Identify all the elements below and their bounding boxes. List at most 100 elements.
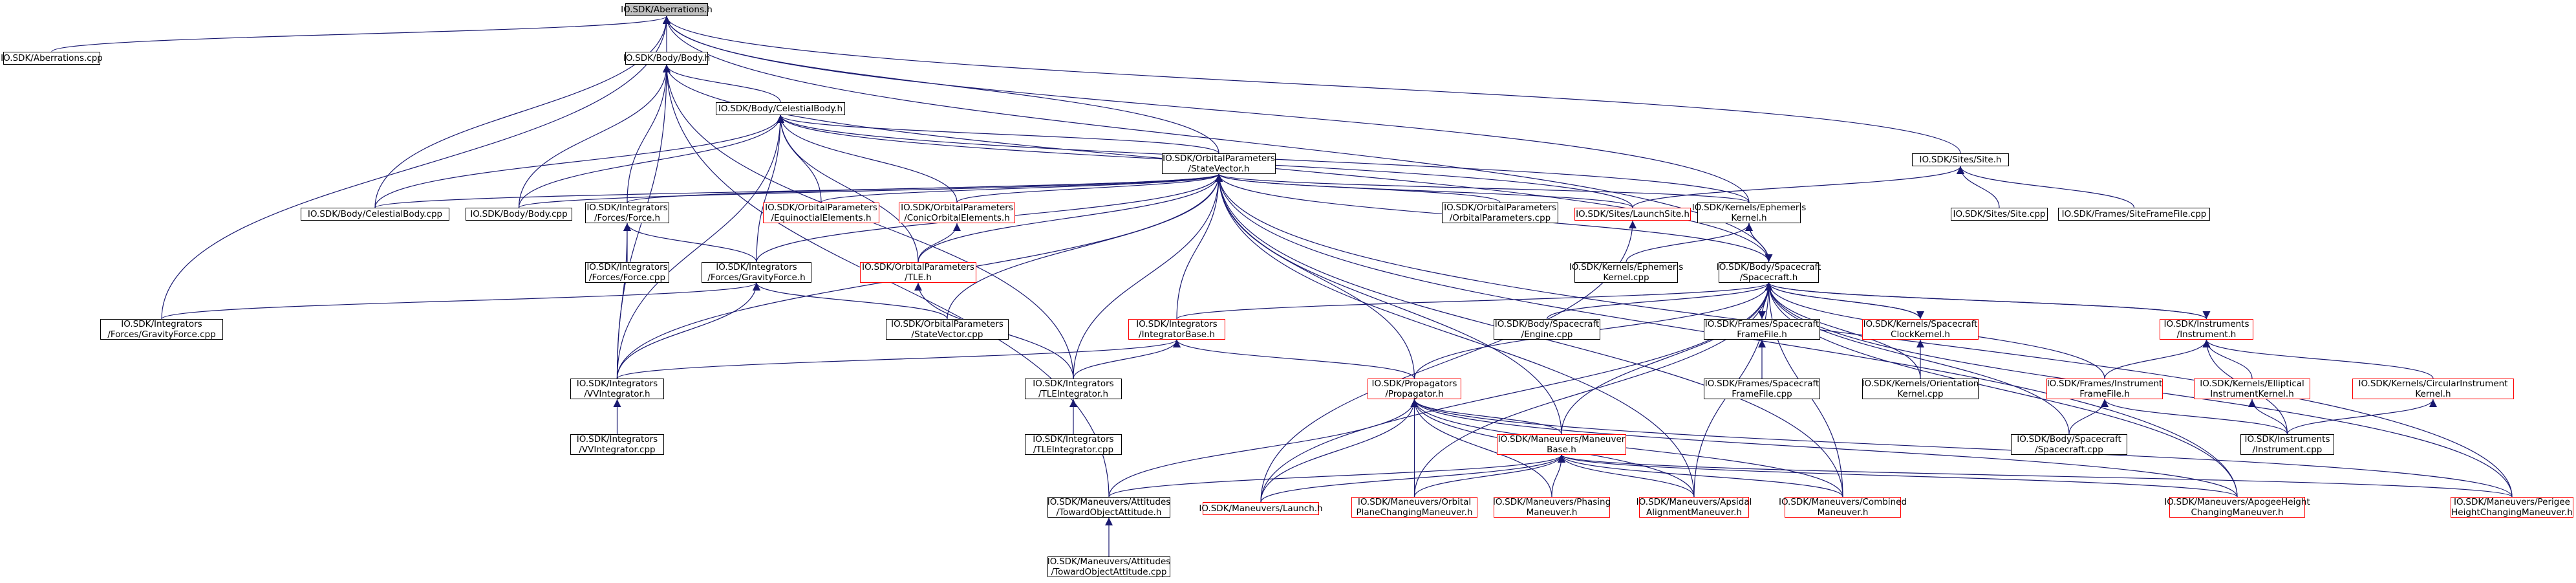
graph-node-label: IO.SDK/Kernels/Ephemeris Kernel.cpp bbox=[1569, 262, 1684, 283]
graph-edge bbox=[2101, 399, 2288, 435]
graph-node-vvint-h[interactable]: IO.SDK/Integrators /VVIntegrator.h bbox=[570, 379, 664, 399]
graph-node-instr-cpp[interactable]: IO.SDK/Instruments /Instrument.cpp bbox=[2240, 434, 2334, 455]
graph-node-label: IO.SDK/Maneuvers/Maneuver Base.h bbox=[1497, 434, 1626, 455]
graph-node-site-h[interactable]: IO.SDK/Sites/Site.h bbox=[1912, 153, 2009, 166]
graph-edge bbox=[2202, 339, 2253, 379]
graph-node-label: IO.SDK/Aberrations.cpp bbox=[1, 53, 103, 63]
graph-edge bbox=[51, 16, 671, 52]
graph-node-maneuverbase-h[interactable]: IO.SDK/Maneuvers/Maneuver Base.h bbox=[1497, 434, 1626, 455]
graph-node-label: IO.SDK/Body/Spacecraft /Spacecraft.h bbox=[1716, 262, 1821, 283]
graph-node-celestial-h[interactable]: IO.SDK/Body/CelestialBody.h bbox=[716, 102, 845, 115]
graph-edge bbox=[1108, 399, 1419, 498]
graph-edge bbox=[1748, 223, 1773, 263]
graph-node-engine-cpp[interactable]: IO.SDK/Body/Spacecraft /Engine.cpp bbox=[1494, 319, 1600, 340]
graph-node-vvint-cpp[interactable]: IO.SDK/Integrators /VVIntegrator.cpp bbox=[570, 434, 664, 455]
graph-node-label: IO.SDK/OrbitalParameters /TLE.h bbox=[862, 262, 974, 283]
graph-node-orbparams-cpp[interactable]: IO.SDK/OrbitalParameters /OrbitalParamet… bbox=[1442, 203, 1558, 223]
graph-node-label: IO.SDK/Integrators /IntegratorBase.h bbox=[1136, 319, 1218, 340]
graph-node-spacecraft-cpp[interactable]: IO.SDK/Body/Spacecraft /Spacecraft.cpp bbox=[2011, 434, 2127, 455]
graph-node-grav-force-h[interactable]: IO.SDK/Integrators /Forces/GravityForce.… bbox=[702, 262, 811, 283]
graph-node-instrframe-h[interactable]: IO.SDK/Frames/Instrument FrameFile.h bbox=[2046, 379, 2163, 399]
graph-edge bbox=[2248, 399, 2288, 435]
graph-node-label: IO.SDK/Maneuvers/Combined Maneuver.h bbox=[1778, 497, 1907, 518]
graph-node-aberr-h: IO.SDK/Aberrations.h bbox=[621, 3, 713, 16]
graph-node-instr-h[interactable]: IO.SDK/Instruments /Instrument.h bbox=[2160, 319, 2253, 340]
graph-node-conic-h[interactable]: IO.SDK/OrbitalParameters /ConicOrbitalEl… bbox=[899, 203, 1015, 223]
graph-node-label: IO.SDK/Integrators /TLEIntegrator.cpp bbox=[1033, 434, 1114, 455]
graph-edge bbox=[1215, 173, 1562, 435]
graph-edge bbox=[956, 173, 1223, 203]
graph-node-label: IO.SDK/Frames/SiteFrameFile.cpp bbox=[2061, 209, 2207, 219]
graph-node-orbplane-h[interactable]: IO.SDK/Maneuvers/Orbital PlaneChangingMa… bbox=[1351, 497, 1477, 518]
graph-node-spacecraft-h[interactable]: IO.SDK/Body/Spacecraft /Spacecraft.h bbox=[1716, 262, 1821, 283]
graph-node-tle-h[interactable]: IO.SDK/OrbitalParameters /TLE.h bbox=[860, 262, 976, 283]
graph-node-orient-cpp[interactable]: IO.SDK/Kernels/Orientation Kernel.cpp bbox=[1862, 379, 1979, 399]
graph-node-label: IO.SDK/OrbitalParameters /StateVector.h bbox=[1163, 153, 1275, 174]
graph-node-label: IO.SDK/Body/Body.h bbox=[623, 53, 711, 63]
graph-node-label: IO.SDK/Maneuvers/Attitudes /TowardObject… bbox=[1047, 556, 1171, 577]
graph-node-propagator-h[interactable]: IO.SDK/Propagators /Propagator.h bbox=[1368, 379, 1461, 399]
graph-node-phasing-h[interactable]: IO.SDK/Maneuvers/Phasing Maneuver.h bbox=[1492, 497, 1611, 518]
graph-node-toward-h[interactable]: IO.SDK/Maneuvers/Attitudes /TowardObject… bbox=[1047, 497, 1170, 518]
graph-edge bbox=[777, 115, 919, 263]
graph-node-scframe-h[interactable]: IO.SDK/Frames/Spacecraft FrameFile.h bbox=[1704, 319, 1820, 340]
graph-node-celestial-cpp[interactable]: IO.SDK/Body/CelestialBody.cpp bbox=[301, 208, 449, 221]
graph-node-label: IO.SDK/Maneuvers/Phasing Maneuver.h bbox=[1492, 497, 1611, 518]
graph-node-siteframe-cpp[interactable]: IO.SDK/Frames/SiteFrameFile.cpp bbox=[2058, 208, 2210, 221]
graph-edge bbox=[1558, 454, 2513, 498]
graph-node-apogee-h[interactable]: IO.SDK/Maneuvers/ApogeeHeight ChangingMa… bbox=[2164, 497, 2310, 518]
graph-node-scframe-cpp[interactable]: IO.SDK/Frames/Spacecraft FrameFile.cpp bbox=[1704, 379, 1820, 399]
graph-node-force-h[interactable]: IO.SDK/Integrators /Forces/Force.h bbox=[585, 203, 669, 223]
graph-node-site-cpp[interactable]: IO.SDK/Sites/Site.cpp bbox=[1951, 208, 2048, 221]
graph-node-equinoctial-h[interactable]: IO.SDK/OrbitalParameters /EquinoctialEle… bbox=[763, 203, 879, 223]
graph-edge bbox=[2286, 399, 2437, 435]
graph-node-perigee-h[interactable]: IO.SDK/Maneuvers/Perigee HeightChangingM… bbox=[2451, 497, 2573, 518]
graph-node-label: IO.SDK/Integrators /Forces/GravityForce.… bbox=[707, 262, 806, 283]
graph-node-body-cpp[interactable]: IO.SDK/Body/Body.cpp bbox=[466, 208, 572, 221]
graph-edge bbox=[2202, 339, 2434, 379]
graph-node-body-h[interactable]: IO.SDK/Body/Body.h bbox=[623, 52, 711, 65]
graph-node-tleint-cpp[interactable]: IO.SDK/Integrators /TLEIntegrator.cpp bbox=[1025, 434, 1122, 455]
graph-node-toward-cpp[interactable]: IO.SDK/Maneuvers/Attitudes /TowardObject… bbox=[1047, 556, 1170, 577]
graph-edge bbox=[918, 173, 1223, 263]
graph-node-intbase-h[interactable]: IO.SDK/Integrators /IntegratorBase.h bbox=[1128, 319, 1225, 340]
graph-node-label: IO.SDK/Maneuvers/Launch.h bbox=[1199, 503, 1323, 514]
graph-edge bbox=[161, 282, 760, 320]
graph-node-statevector-cpp[interactable]: IO.SDK/OrbitalParameters /StateVector.cp… bbox=[886, 319, 1009, 340]
graph-node-label: IO.SDK/OrbitalParameters /EquinoctialEle… bbox=[765, 203, 877, 223]
graph-node-launch-h[interactable]: IO.SDK/Maneuvers/Launch.h bbox=[1199, 502, 1323, 515]
graph-node-launchsite-h[interactable]: IO.SDK/Sites/LaunchSite.h bbox=[1574, 208, 1691, 221]
graph-node-apsidal-h[interactable]: IO.SDK/Maneuvers/Apsidal AlignmentManeuv… bbox=[1637, 497, 1752, 518]
graph-edge bbox=[1410, 399, 1843, 498]
graph-node-label: IO.SDK/Maneuvers/ApogeeHeight ChangingMa… bbox=[2164, 497, 2310, 518]
graph-node-label: IO.SDK/Frames/Instrument FrameFile.h bbox=[2046, 379, 2163, 399]
graph-node-force-cpp[interactable]: IO.SDK/Integrators /Forces/Force.cpp bbox=[585, 262, 669, 283]
graph-node-label: IO.SDK/OrbitalParameters /StateVector.cp… bbox=[891, 319, 1004, 340]
graph-edge bbox=[1215, 173, 1633, 208]
graph-node-grav-force-cpp[interactable]: IO.SDK/Integrators /Forces/GravityForce.… bbox=[100, 319, 223, 340]
graph-node-ephem-h[interactable]: IO.SDK/Kernels/Ephemeris Kernel.h bbox=[1692, 203, 1806, 223]
graph-edge bbox=[1173, 339, 1415, 379]
graph-edge bbox=[1073, 173, 1223, 379]
graph-edge bbox=[1176, 282, 1773, 320]
graph-node-elliptical-h[interactable]: IO.SDK/Kernels/Elliptical InstrumentKern… bbox=[2194, 379, 2310, 399]
graph-node-combined-h[interactable]: IO.SDK/Maneuvers/Combined Maneuver.h bbox=[1779, 497, 1907, 518]
graph-node-tleint-h[interactable]: IO.SDK/Integrators /TLEIntegrator.h bbox=[1025, 379, 1122, 399]
graph-edge bbox=[616, 115, 784, 379]
graph-node-scclock-h[interactable]: IO.SDK/Kernels/Spacecraft ClockKernel.h bbox=[1862, 319, 1979, 340]
graph-edge bbox=[1558, 454, 2238, 498]
graph-edge bbox=[1410, 399, 1562, 435]
graph-node-circular-h[interactable]: IO.SDK/Kernels/CircularInstrument Kernel… bbox=[2352, 379, 2514, 399]
graph-edge bbox=[1626, 223, 1753, 263]
graph-node-ephem-cpp[interactable]: IO.SDK/Kernels/Ephemeris Kernel.cpp bbox=[1569, 262, 1683, 283]
graph-edge bbox=[1632, 166, 1964, 208]
graph-edge bbox=[1768, 282, 2211, 320]
graph-node-statevector-h[interactable]: IO.SDK/OrbitalParameters /StateVector.h bbox=[1162, 153, 1276, 174]
graph-node-aberr-cpp[interactable]: IO.SDK/Aberrations.cpp bbox=[1, 52, 103, 65]
graph-edge bbox=[821, 173, 1223, 203]
graph-edge bbox=[1410, 399, 1552, 498]
graph-edge bbox=[627, 64, 671, 203]
graph-edge bbox=[1558, 454, 1695, 498]
graph-node-label: IO.SDK/Body/Spacecraft /Engine.cpp bbox=[1494, 319, 1600, 340]
